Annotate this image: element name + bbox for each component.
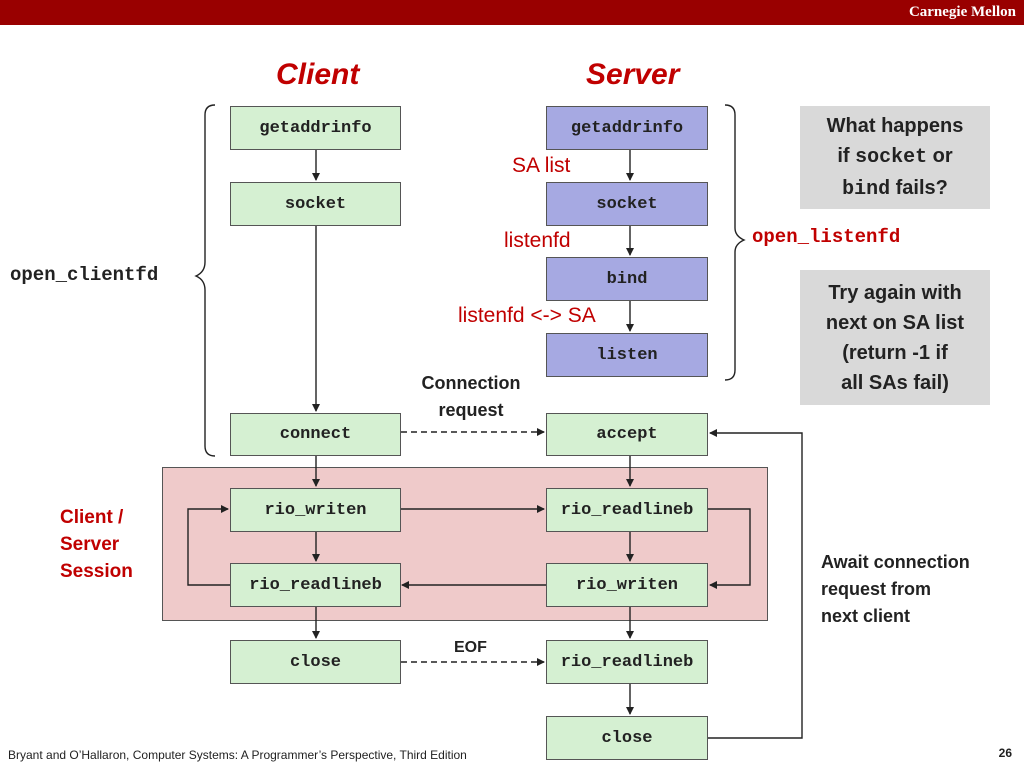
client-getaddrinfo-box: getaddrinfo [230, 106, 401, 150]
server-listen-box: listen [546, 333, 708, 377]
client-connect-box: connect [230, 413, 401, 456]
footer-citation: Bryant and O’Hallaron, Computer Systems:… [8, 748, 467, 762]
server-getaddrinfo-box: getaddrinfo [546, 106, 708, 150]
session-label: Client / Server Session [60, 507, 133, 582]
client-close-box: close [230, 640, 401, 684]
eof-label: EOF [454, 639, 487, 656]
server-socket-box: socket [546, 182, 708, 226]
server-title: Server [586, 58, 680, 91]
open-clientfd-label: open_clientfd [10, 264, 159, 286]
sa-list-label: SA list [512, 154, 571, 177]
server-rio-readlineb-eof-box: rio_readlineb [546, 640, 708, 684]
server-rio-readlineb-box: rio_readlineb [546, 488, 708, 532]
brand-label: Carnegie Mellon [908, 4, 1016, 20]
client-rio-writen-box: rio_writen [230, 488, 401, 532]
server-close-box: close [546, 716, 708, 760]
server-rio-writen-box: rio_writen [546, 563, 708, 607]
server-accept-box: accept [546, 413, 708, 456]
await-connection-note: Await connection request from next clien… [821, 552, 970, 626]
listenfd-sa-label: listenfd <-> SA [458, 304, 596, 327]
listenfd-label: listenfd [504, 229, 571, 252]
connection-request-label: Connection request [421, 373, 521, 420]
header-bar: Carnegie Mellon [0, 0, 1024, 25]
client-socket-box: socket [230, 182, 401, 226]
what-happens-callout: What happens if socket or bind fails? [800, 106, 990, 209]
client-rio-readlineb-box: rio_readlineb [230, 563, 401, 607]
page-number: 26 [998, 746, 1012, 760]
client-title: Client [276, 58, 360, 91]
try-again-callout: Try again with next on SA list (return -… [800, 270, 990, 405]
server-bind-box: bind [546, 257, 708, 301]
open-listenfd-label: open_listenfd [752, 226, 901, 248]
